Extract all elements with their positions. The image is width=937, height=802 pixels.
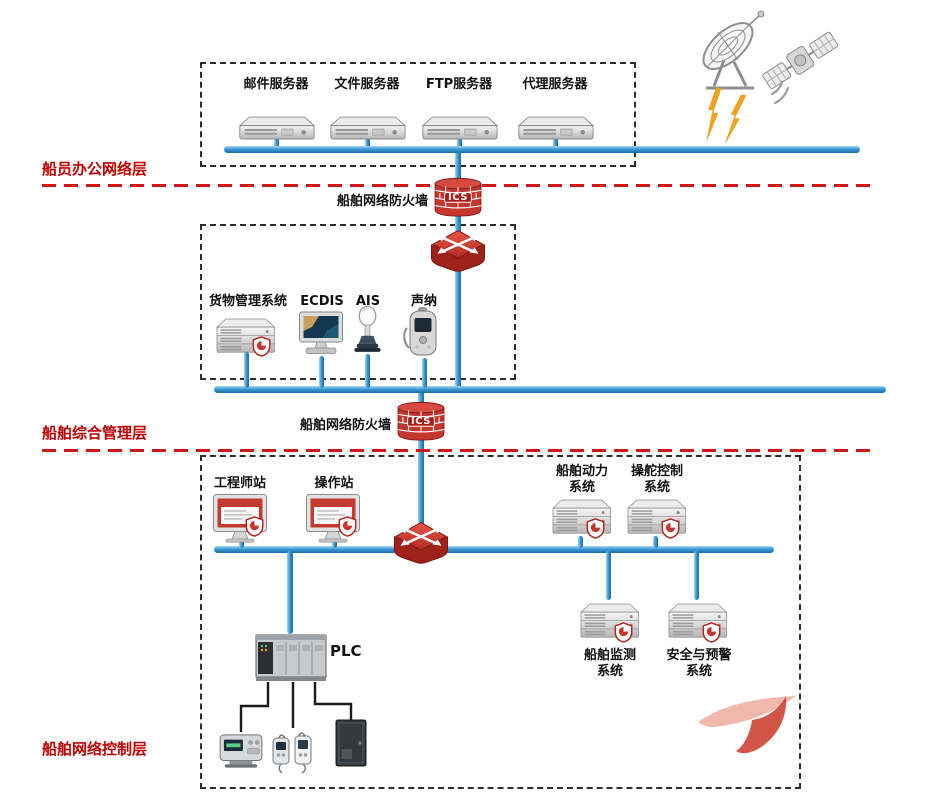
- cargo-system-label: 货物管理系统: [208, 294, 287, 309]
- chart-console-icon: [297, 310, 345, 358]
- office-layer-title: 船员办公网络层: [42, 160, 148, 178]
- control-cabinet-icon: [329, 718, 373, 770]
- stub-mail-server: [274, 136, 279, 148]
- ethernet-bus-office: [224, 146, 860, 153]
- stub-ais: [365, 354, 370, 388]
- office-layer-boundary: [200, 62, 636, 167]
- security-shield-icon: [586, 518, 605, 539]
- sonar-label: 声纳: [410, 294, 437, 309]
- firewall-badge: ICS: [448, 192, 468, 203]
- firewall-mid-label: 船舶网络防火墙: [299, 418, 391, 433]
- stub-sonar: [422, 358, 427, 388]
- management-layer-boundary: [200, 224, 516, 380]
- security-shield-icon: [338, 516, 357, 537]
- mail-server-label: 邮件服务器: [243, 77, 309, 92]
- firewall-top-label: 船舶网络防火墙: [336, 194, 428, 209]
- operator-station-label: 操作站: [314, 476, 354, 491]
- ais-label: AIS: [355, 294, 381, 309]
- plc-controller-icon: [255, 630, 327, 682]
- control-layer-title: 船舶网络控制层: [42, 740, 148, 758]
- stub-safety-system: [694, 551, 699, 600]
- router-icon: [392, 521, 450, 566]
- ftp-server-label: FTP服务器: [425, 77, 493, 92]
- file-server-label: 文件服务器: [334, 77, 400, 92]
- security-shield-icon: [252, 336, 271, 357]
- ethernet-bus-control: [214, 546, 774, 553]
- field-instrument-icon: [218, 732, 264, 770]
- stub-plc: [287, 551, 293, 634]
- firewall-badge: ICS: [411, 416, 431, 427]
- stub-ecdis: [319, 356, 324, 388]
- control-layer-boundary: [200, 455, 801, 789]
- link-management-to-control: [418, 391, 424, 551]
- rack-server-icon: [236, 114, 316, 143]
- management-layer-title: 船舶综合管理层: [42, 424, 148, 442]
- engineer-station-label: 工程师站: [213, 476, 266, 491]
- stub-engineer-station: [239, 538, 244, 548]
- handheld-meters-icon: [271, 726, 315, 774]
- security-shield-icon: [614, 622, 633, 643]
- stub-proxy-server: [553, 136, 558, 148]
- firewall-icon: ICS: [432, 176, 484, 218]
- steering-system-label: 操舵控制 系统: [630, 464, 683, 496]
- stub-file-server: [365, 136, 370, 148]
- ecdis-label: ECDIS: [300, 294, 344, 309]
- transponder-icon: [351, 304, 384, 356]
- field-wiring-lines: [239, 682, 353, 732]
- proxy-server-label: 代理服务器: [522, 77, 588, 92]
- stub-power-system: [578, 536, 583, 548]
- red-swoosh-logo: [698, 694, 798, 770]
- stub-steering-system: [653, 536, 658, 548]
- satellite-icon: [754, 24, 846, 108]
- sonar-handheld-icon: [401, 306, 445, 360]
- security-shield-icon: [245, 516, 264, 537]
- lightning-bolt-icon: [706, 84, 723, 146]
- safety-system-label: 安全与预警 系统: [666, 648, 732, 680]
- plc-label: PLC: [330, 642, 362, 660]
- rack-server-icon: [515, 114, 595, 143]
- stub-ftp-server: [457, 136, 462, 148]
- power-system-label: 船舶动力 系统: [555, 464, 608, 496]
- router-icon: [429, 229, 487, 274]
- rack-server-icon: [327, 114, 407, 143]
- management-layer-divider: [42, 449, 878, 452]
- security-shield-icon: [661, 518, 680, 539]
- stub-operator-station: [332, 538, 337, 548]
- ethernet-bus-management: [214, 386, 886, 393]
- stub-cargo-system: [244, 352, 249, 388]
- monitoring-system-label: 船舶监测 系统: [583, 648, 636, 680]
- security-shield-icon: [702, 622, 721, 643]
- rack-server-icon: [419, 114, 499, 143]
- lightning-bolt-icon: [724, 91, 748, 149]
- stub-monitoring-system: [606, 551, 611, 600]
- firewall-icon: ICS: [395, 400, 447, 442]
